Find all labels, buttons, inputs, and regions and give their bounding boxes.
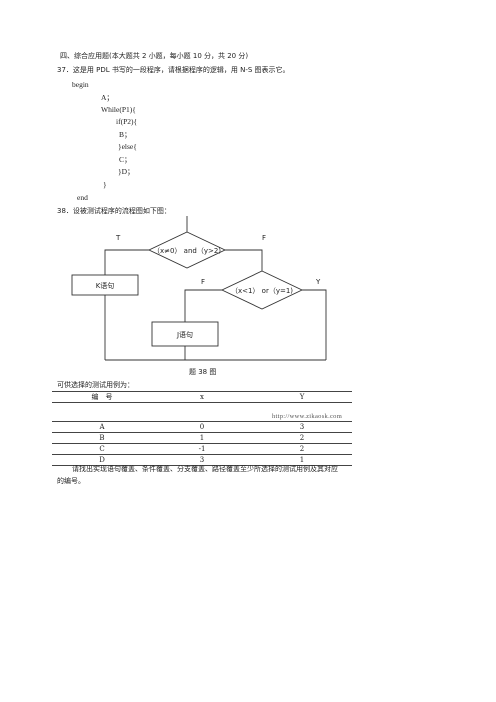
code-line: if(P2){ [116, 117, 138, 126]
table-row: D 3 1 [52, 454, 352, 466]
cell-id: C [52, 443, 152, 455]
column-header-x: x [200, 393, 204, 401]
decision-2-diamond [220, 270, 304, 310]
question-text-line-1: 请找出实现语句覆盖、条件覆盖、分支覆盖、路径覆盖至少所选择的测试用例及其对应 [72, 465, 338, 473]
code-line: begin [72, 80, 89, 89]
code-line: A； [101, 93, 114, 102]
decision-1-diamond [147, 231, 227, 269]
decision-2-text: （x<1） or（y=1) [231, 287, 293, 295]
code-line: C； [119, 155, 132, 164]
test-case-table-header: 编 号 x Y [52, 391, 352, 403]
cell-y: 2 [252, 443, 352, 455]
watermark-url: http://www.zikaosk.com [272, 413, 343, 420]
decision-1-true-label: T [115, 234, 121, 242]
decision-2-true-label: Y [315, 278, 321, 286]
decision-1-false-label: F [262, 234, 266, 242]
decision-1-text: （x≠0） and（y>2) [153, 247, 221, 255]
table-row: C -1 2 [52, 443, 352, 455]
code-line: }else{ [118, 142, 137, 151]
cell-id: A [52, 421, 152, 433]
question-text-line-2: 的编号。 [57, 477, 85, 485]
cell-x: 3 [152, 454, 252, 466]
cell-x: -1 [152, 443, 252, 455]
k-statement-text: K语句 [96, 281, 115, 290]
cell-x: 1 [152, 432, 252, 444]
cell-id: B [52, 432, 152, 444]
table-row: B 1 2 [52, 432, 352, 444]
decision-2-false-label: F [201, 278, 205, 286]
cell-id: D [52, 454, 152, 466]
cell-y: 1 [252, 454, 352, 466]
question-37-prompt: 37．这是用 PDL 书写的一段程序，请根据程序的逻辑，用 N-S 图表示它。 [57, 66, 290, 74]
code-line: } [103, 180, 107, 189]
cell-y: 3 [252, 421, 352, 433]
cell-x: 0 [152, 421, 252, 433]
column-header-y: Y [299, 393, 305, 401]
section-header: 四、综合应用题(本大题共 2 小题，每小题 10 分，共 20 分) [60, 52, 249, 60]
code-line: B； [119, 130, 132, 139]
code-line: end [77, 193, 88, 202]
cell-y: 2 [252, 432, 352, 444]
column-header-id: 编 号 [91, 393, 113, 401]
table-row: A 0 3 [52, 421, 352, 433]
code-line: While(P1){ [101, 105, 136, 114]
figure-caption: 题 38 图 [189, 368, 217, 376]
code-line: }D； [118, 167, 135, 176]
j-statement-text: J语句 [176, 330, 193, 339]
question-38-prompt: 38．设被测试程序的流程图如下图： [57, 207, 171, 215]
table-intro: 可供选择的测试用例为： [57, 381, 134, 389]
test-case-table: A 0 3 B 1 2 C -1 2 D 3 1 [52, 421, 352, 466]
